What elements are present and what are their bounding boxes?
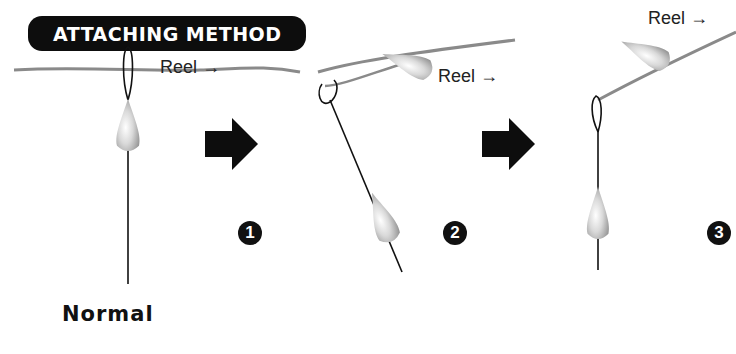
callout-number: 2 [443,221,467,245]
caption-label: Normal [62,302,154,326]
reel-label: Reel → [160,57,220,78]
main-line [598,32,736,100]
sinker [379,44,436,83]
loop [124,47,133,100]
step-arrow [482,118,535,170]
title-pill [28,16,306,51]
sinker [116,99,139,152]
sinker [361,188,402,245]
sinker [587,187,609,240]
loop [592,96,601,132]
reel-label: Reel → [648,8,708,29]
reel-label: Reel → [438,66,498,87]
main-line [14,68,300,72]
title-text: ATTACHING METHOD [53,23,282,45]
loop [319,80,337,103]
sinker [617,32,674,74]
callout-number: 1 [238,221,262,245]
step-arrow [205,118,258,170]
leader-line [127,145,129,284]
callout-number: 3 [707,221,731,245]
leader-line [330,100,402,272]
